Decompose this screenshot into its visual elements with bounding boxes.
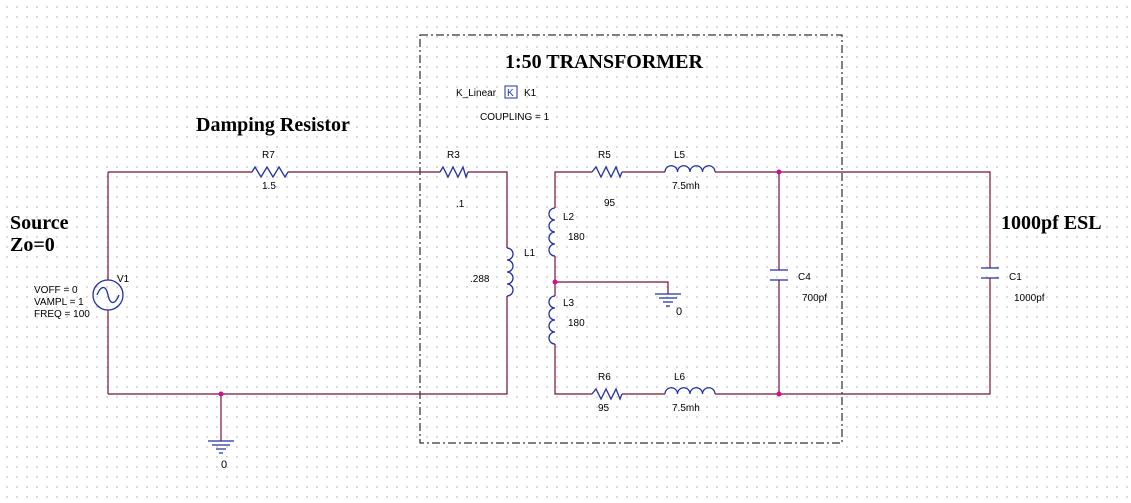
l1-ref: L1 — [524, 248, 536, 259]
resistor-r7[interactable] — [251, 165, 289, 179]
ground-icon[interactable] — [208, 440, 234, 454]
wire-secondary-c1-bottom — [715, 278, 991, 395]
resistor-r3[interactable] — [439, 165, 469, 179]
l3-ref: L3 — [563, 298, 575, 309]
node-primary-ground[interactable] — [218, 391, 224, 397]
r6-ref: R6 — [598, 372, 611, 383]
l2-value: 180 — [568, 232, 585, 243]
coupling-param: COUPLING = 1 — [480, 112, 550, 123]
capacitor-c1[interactable] — [981, 267, 999, 279]
coupling-symbol-box[interactable] — [504, 85, 518, 99]
node-center-tap[interactable] — [552, 279, 558, 285]
l5-ref: L5 — [674, 150, 686, 161]
source-ref: V1 — [117, 274, 130, 285]
source-vampl: VAMPL = 1 — [34, 297, 84, 308]
source-impedance-heading: Zo=0 — [10, 234, 55, 256]
r7-ref: R7 — [262, 150, 275, 161]
esl-heading: 1000pf ESL — [1001, 212, 1102, 234]
node-c4-bottom[interactable] — [776, 391, 782, 397]
r7-value: 1.5 — [262, 181, 276, 192]
l1-value: .288 — [470, 274, 490, 285]
r3-value: .1 — [456, 199, 465, 210]
wire-primary-right-lower — [108, 296, 508, 395]
wire-secondary-left-bottom — [554, 344, 592, 395]
source-voff: VOFF = 0 — [34, 285, 78, 296]
source-heading: Source — [10, 212, 69, 234]
r6-value: 95 — [598, 403, 610, 414]
node-c4-top[interactable] — [776, 169, 782, 175]
c1-ref: C1 — [1009, 272, 1022, 283]
l6-value: 7.5mh — [672, 403, 700, 414]
l3-value: 180 — [568, 318, 585, 329]
c1-value: 1000pf — [1014, 293, 1045, 304]
c4-ref: C4 — [798, 272, 811, 283]
wire-secondary-left-top — [554, 171, 592, 208]
sine-source-icon — [96, 286, 120, 304]
coupling-symbol: K — [507, 88, 514, 99]
inductor-l2[interactable] — [548, 207, 556, 257]
resistor-r5[interactable] — [591, 165, 623, 179]
coupling-name: K_Linear — [456, 88, 497, 99]
transformer-title: 1:50 TRANSFORMER — [505, 51, 704, 73]
l2-ref: L2 — [563, 212, 575, 223]
damping-resistor-heading: Damping Resistor — [196, 114, 350, 136]
source-freq: FREQ = 100 — [34, 309, 90, 320]
ground-primary-label: 0 — [221, 459, 227, 471]
wire-secondary-top-right — [715, 171, 991, 268]
l5-value: 7.5mh — [672, 181, 700, 192]
capacitor-c4[interactable] — [770, 269, 788, 281]
transformer-boundary — [419, 34, 843, 444]
r5-ref: R5 — [598, 150, 611, 161]
inductor-l1[interactable] — [506, 247, 514, 297]
wire-center-tap-ground — [555, 281, 669, 294]
inductor-l3[interactable] — [548, 295, 556, 345]
resistor-r6[interactable] — [591, 387, 623, 401]
inductor-l6[interactable] — [664, 387, 716, 395]
r5-value: 95 — [604, 198, 616, 209]
coupling-ref: K1 — [524, 88, 537, 99]
ground-secondary-label: 0 — [676, 306, 682, 318]
wire-primary-top-right — [468, 171, 508, 248]
c4-value: 700pf — [802, 293, 827, 304]
r3-ref: R3 — [447, 150, 460, 161]
inductor-l5[interactable] — [664, 165, 716, 173]
ground-icon[interactable] — [655, 293, 681, 307]
source-v1[interactable] — [92, 279, 124, 311]
l6-ref: L6 — [674, 372, 686, 383]
